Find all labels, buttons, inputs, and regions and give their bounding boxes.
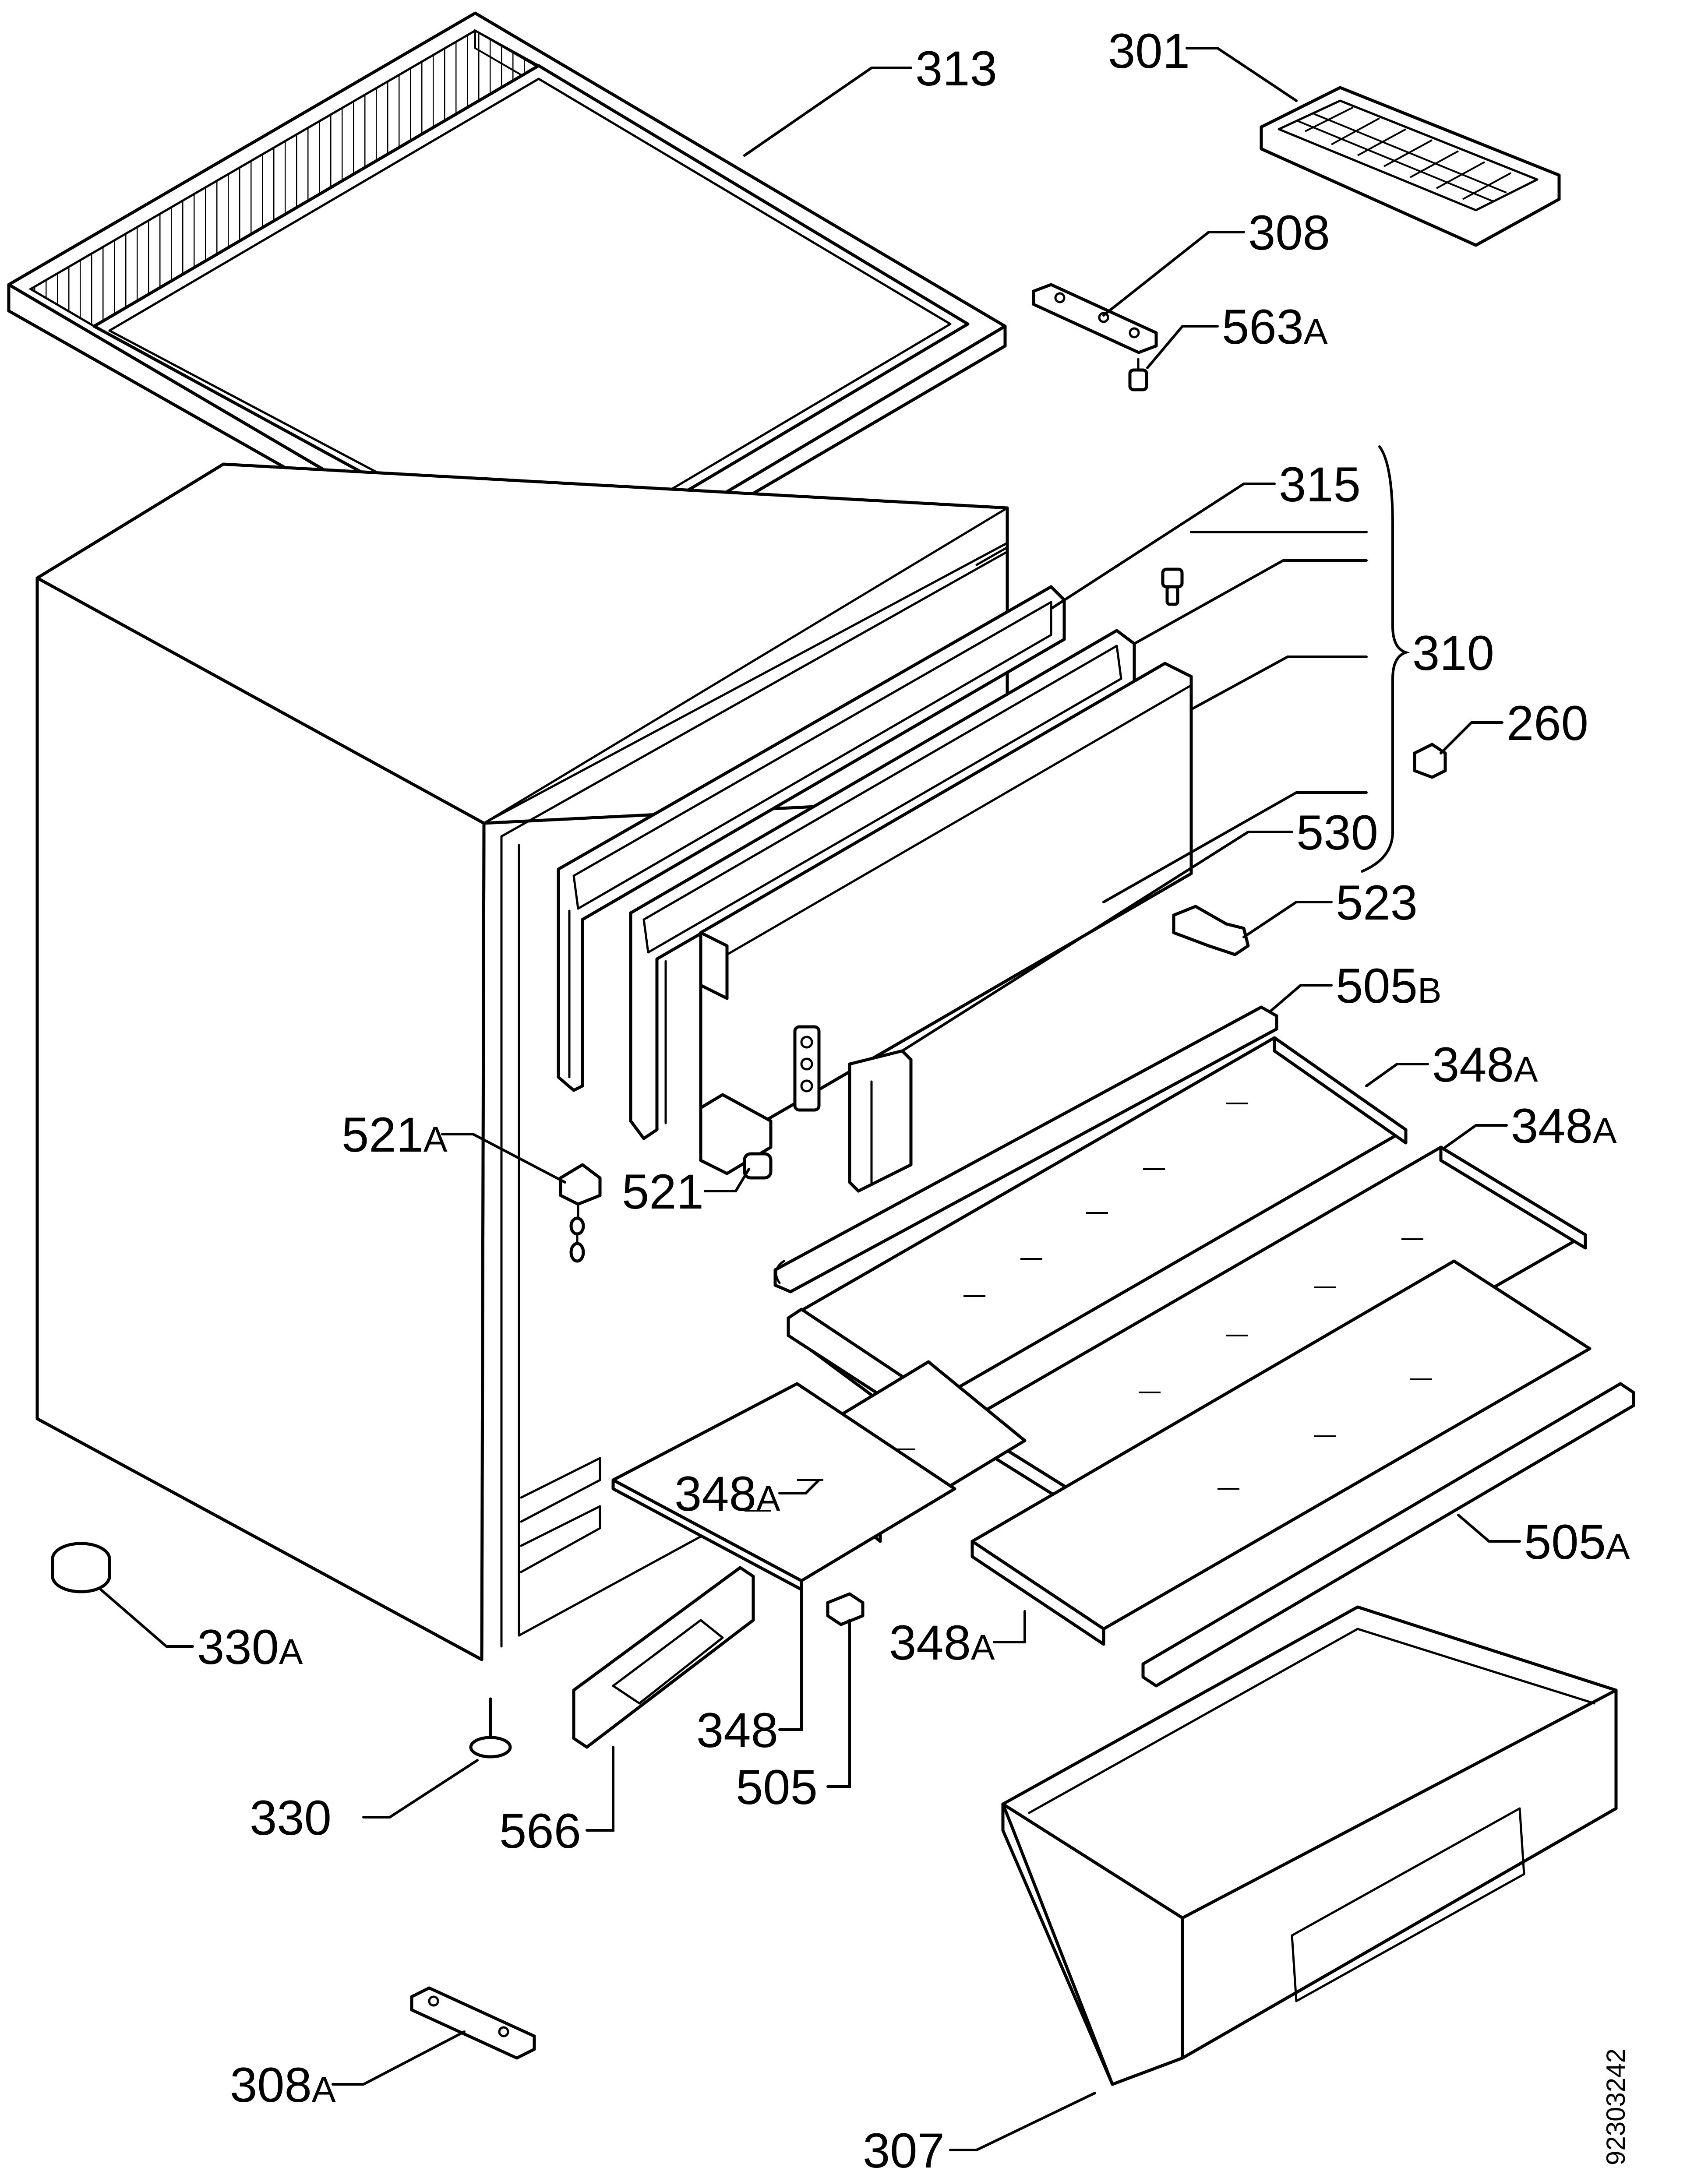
callout-505a: 505A bbox=[1524, 1515, 1630, 1569]
knob-cap-521 bbox=[743, 1152, 773, 1180]
callout-523: 523 bbox=[1336, 875, 1418, 930]
document-number: 92303242 bbox=[1601, 2048, 1630, 2165]
latch-523 bbox=[1172, 905, 1250, 956]
shelf-support-566 bbox=[572, 1566, 755, 1749]
foot-cap-330a bbox=[51, 1542, 111, 1593]
callout-521: 521 bbox=[622, 1164, 704, 1219]
glass-shelf-lower-right bbox=[970, 1259, 1592, 1646]
group-bracket-310 bbox=[1361, 445, 1410, 873]
callout-348a-4: 348A bbox=[889, 1615, 995, 1670]
callout-260: 260 bbox=[1507, 696, 1588, 751]
bottom-hinge-plate-308a bbox=[410, 1986, 536, 2060]
callout-308a: 308A bbox=[230, 2058, 336, 2112]
callout-563a: 563A bbox=[1222, 300, 1328, 354]
callout-labels: 313 301 308 563A 315 310 260 530 523 505… bbox=[197, 24, 1630, 2171]
clip-260 bbox=[1413, 743, 1447, 779]
callout-505: 505 bbox=[736, 1760, 818, 1815]
callout-530: 530 bbox=[1296, 805, 1378, 860]
thermostat-knob-521a bbox=[559, 1163, 602, 1263]
worktop-lid bbox=[7, 11, 1007, 617]
callout-505b: 505B bbox=[1336, 959, 1442, 1013]
callout-310: 310 bbox=[1412, 626, 1494, 680]
adjustable-foot-330 bbox=[469, 1697, 512, 1759]
crisper-drawer-307 bbox=[1001, 1605, 1618, 2086]
callout-315: 315 bbox=[1279, 457, 1361, 512]
shelf-trim-505a bbox=[1141, 1382, 1635, 1688]
callout-301: 301 bbox=[1108, 24, 1190, 78]
hinge-pin-563a bbox=[1128, 358, 1148, 391]
callout-566: 566 bbox=[499, 1804, 581, 1858]
shelf-trim-505 bbox=[826, 1592, 865, 1626]
callout-307: 307 bbox=[863, 2123, 945, 2171]
callout-521a: 521A bbox=[342, 1107, 448, 1162]
shelf-trim-505b bbox=[773, 1005, 1278, 1293]
door-pin-315 bbox=[1161, 567, 1184, 606]
callout-348a-2: 348A bbox=[1511, 1099, 1617, 1153]
callout-308: 308 bbox=[1248, 205, 1330, 260]
callout-348a-3: 348A bbox=[674, 1466, 780, 1521]
top-hinge-plate bbox=[1032, 283, 1158, 354]
leader-lines bbox=[99, 47, 1521, 2151]
freezer-door-frames bbox=[557, 585, 1193, 1193]
callout-313: 313 bbox=[915, 41, 997, 96]
ice-cube-tray bbox=[1260, 86, 1561, 247]
callout-348a-1: 348A bbox=[1432, 1037, 1538, 1092]
callout-348: 348 bbox=[696, 1703, 778, 1758]
callout-330: 330 bbox=[250, 1790, 332, 1845]
callout-330a: 330A bbox=[197, 1620, 303, 1674]
